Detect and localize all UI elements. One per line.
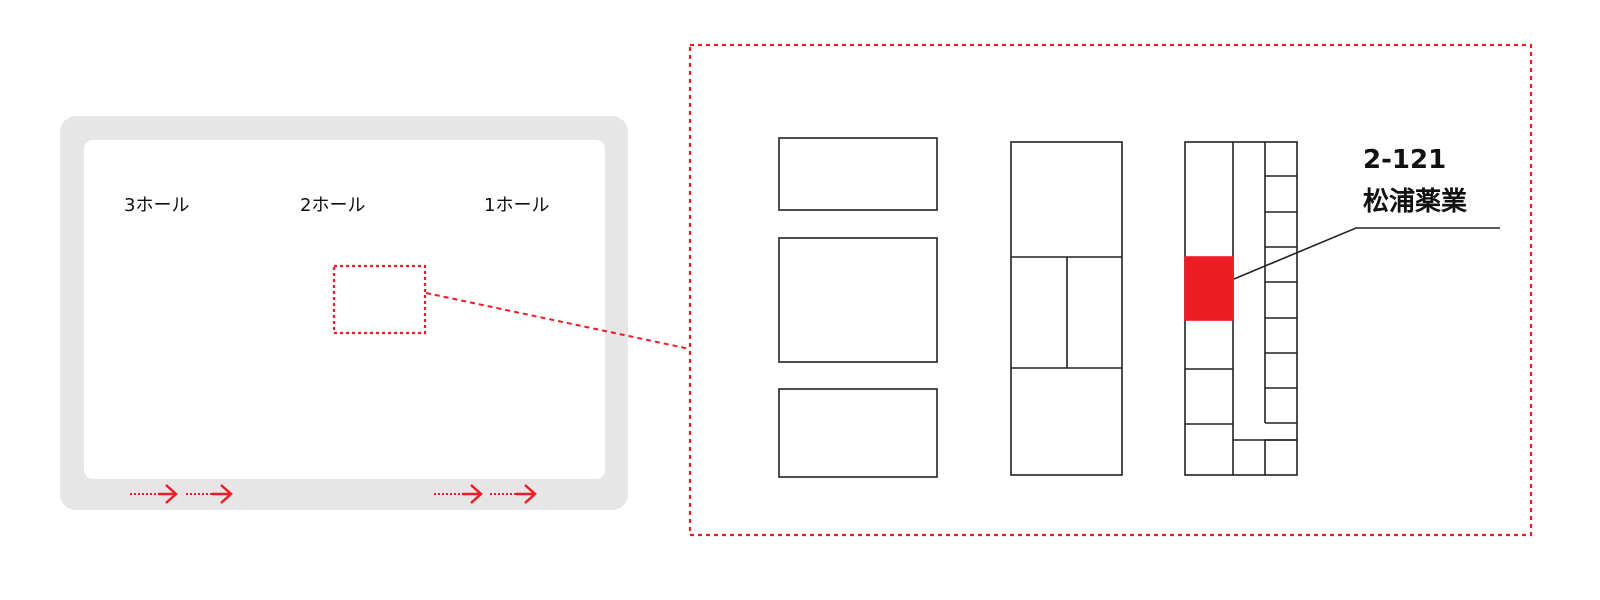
booth-block: [778, 237, 938, 363]
exhibitor-name: 松浦薬業: [1363, 186, 1467, 217]
direction-arrow-icon: [186, 484, 233, 504]
booth-block: [778, 137, 938, 211]
venue-overview: 3ホール 2ホール 1ホール: [60, 116, 628, 510]
callout-leader-line: [1233, 227, 1500, 280]
hall-3-label: 3ホール: [124, 195, 189, 216]
direction-arrow-icon: [490, 484, 537, 504]
hall-1-label: 1ホール: [484, 195, 549, 216]
booth-block: [778, 388, 938, 478]
detail-panel-frame: [688, 43, 1533, 537]
direction-arrow-icon: [130, 484, 178, 504]
hall-2-label: 2ホール: [300, 195, 365, 216]
venue-inner-area: [84, 140, 605, 479]
highlighted-booth: [1184, 256, 1234, 321]
booth-number: 2-121: [1363, 145, 1446, 175]
direction-arrow-icon: [434, 484, 483, 504]
booth-blocks: [778, 137, 1298, 478]
zoom-focus-box: [332, 264, 427, 335]
